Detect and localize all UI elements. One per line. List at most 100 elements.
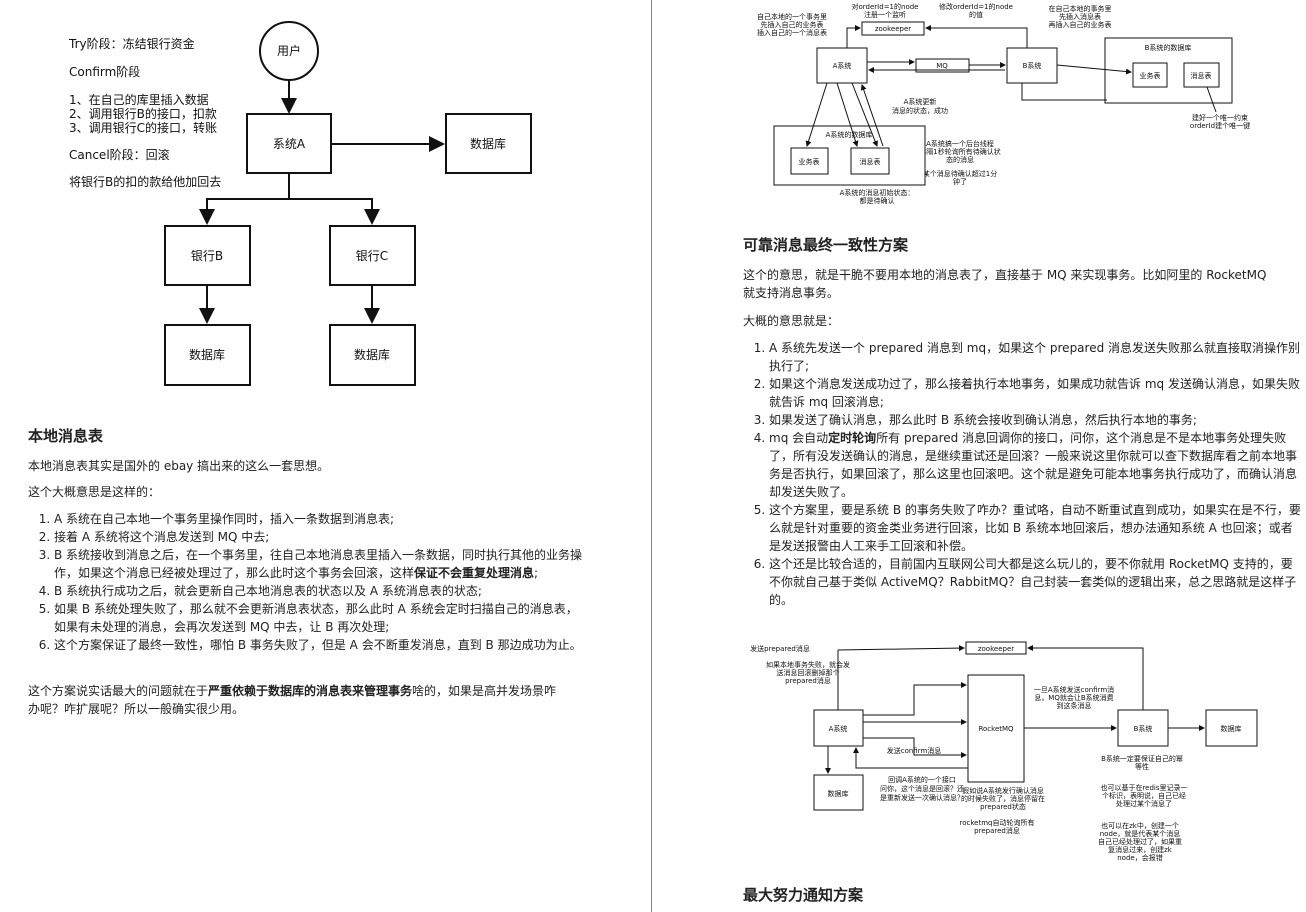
list-item: B 系统接收到消息之后，在一个事务里，往自己本地消息表里插入一条数据，同时执行其… — [54, 546, 586, 582]
tcc-note-step2: 2、调用银行B的接口，扣款 — [69, 106, 217, 121]
svg-text:建好一个唯一约束: 建好一个唯一约束 — [1192, 113, 1248, 122]
tcc-note-try: Try阶段：冻结银行资金 — [68, 36, 195, 51]
svg-text:是重新发送一次确认消息？: 是重新发送一次确认消息？ — [880, 793, 964, 802]
list-item: 接着 A 系统将这个消息发送到 MQ 中去; — [54, 528, 586, 546]
svg-text:node，会报错: node，会报错 — [1117, 853, 1162, 862]
svg-text:到这条消息: 到这条消息 — [1057, 701, 1092, 710]
svg-text:复消息过来，创建zk: 复消息过来，创建zk — [1108, 845, 1173, 854]
svg-text:送消息回滚删掉那个: 送消息回滚删掉那个 — [777, 668, 840, 677]
a-biz-table — [790, 147, 829, 175]
b-msg-table — [1183, 62, 1220, 88]
b-db-node — [1205, 709, 1258, 747]
svg-text:消息表: 消息表 — [860, 157, 881, 166]
svg-text:MQ: MQ — [936, 62, 948, 70]
svg-text:在自己本地的事务里: 在自己本地的事务里 — [1049, 4, 1112, 13]
list-item: A 系统在自己本地一个事务里操作同时，插入一条数据到消息表; — [54, 510, 586, 528]
section-title-local-message: 本地消息表 — [28, 427, 104, 445]
svg-text:消息的状态，成功: 消息的状态，成功 — [892, 106, 948, 115]
section-title-reliable-message: 可靠消息最终一致性方案 — [743, 236, 909, 254]
page-divider — [651, 0, 652, 912]
local-message-lead: 这个大概意思是这样的： — [28, 485, 161, 499]
svg-text:B系统: B系统 — [1023, 61, 1042, 70]
svg-text:每隔1秒轮询所有待确认状: 每隔1秒轮询所有待确认状 — [919, 147, 1000, 156]
svg-text:修改orderId=1的node: 修改orderId=1的node — [939, 2, 1013, 11]
list-item: 如果发送了确认消息，那么此时 B 系统会接收到确认消息，然后执行本地的事务; — [769, 411, 1302, 429]
tcc-diagram: Try阶段：冻结银行资金 Confirm阶段 1、在自己的库里插入数据 2、调用… — [68, 21, 532, 386]
svg-text:rocketmq自动轮询所有: rocketmq自动轮询所有 — [960, 818, 1035, 827]
local-message-closing: 这个方案说实话最大的问题就在于严重依赖于数据库的消息表来管理事务啥的，如果是高并… — [28, 684, 557, 716]
svg-text:先插入消息表: 先插入消息表 — [1059, 12, 1101, 21]
svg-text:B系统的数据库: B系统的数据库 — [1145, 43, 1192, 52]
svg-text:自己已经处理过了，如果重: 自己已经处理过了，如果重 — [1098, 837, 1182, 846]
section-title-best-effort: 最大努力通知方案 — [743, 886, 864, 904]
svg-text:息，MQ就会让B系统消费: 息，MQ就会让B系统消费 — [1034, 693, 1113, 702]
tcc-note-step1: 1、在自己的库里插入数据 — [69, 92, 209, 107]
list-item: 这个还是比较合适的，目前国内互联网公司大都是这么玩儿的，要不你就用 Rocket… — [769, 555, 1302, 609]
svg-text:prepared消息: prepared消息 — [785, 676, 831, 685]
svg-text:等性: 等性 — [1135, 762, 1149, 771]
svg-text:插入自己的一个消息表: 插入自己的一个消息表 — [757, 28, 827, 37]
local-message-diagram: 自己本地的一个事务里 先插入自己的业务表 插入自己的一个消息表 对orderId… — [757, 2, 1250, 205]
bank-c-node — [329, 225, 416, 286]
list-item: 这个方案里，要是系统 B 的事务失败了咋办？重试咯，自动不断重试直到成功，如果实… — [769, 501, 1302, 555]
svg-text:处理过某个消息了: 处理过某个消息了 — [1116, 799, 1172, 808]
svg-text:数据库: 数据库 — [1221, 724, 1242, 733]
reliable-message-steps: A 系统先发送一个 prepared 消息到 mq，如果这个 prepared … — [743, 339, 1302, 609]
list-item: 如果这个消息发送成功过了，那么接着执行本地事务，如果成功就告诉 mq 发送确认消… — [769, 375, 1302, 411]
local-message-steps: A 系统在自己本地一个事务里操作同时，插入一条数据到消息表; 接着 A 系统将这… — [28, 510, 586, 654]
svg-text:B系统一定要保证自己的幂: B系统一定要保证自己的幂 — [1101, 754, 1183, 763]
svg-text:RocketMQ: RocketMQ — [978, 725, 1014, 733]
zookeeper-node — [861, 21, 925, 36]
db-node-b — [164, 324, 251, 386]
a-msg-table — [850, 147, 890, 175]
rocketmq-node — [967, 674, 1025, 783]
system-a-node — [246, 113, 332, 174]
local-message-intro: 本地消息表其实是国外的 ebay 搞出来的这么一套思想。 — [28, 459, 330, 473]
svg-text:A系统的消息初始状态：: A系统的消息初始状态： — [840, 188, 915, 197]
a-system-node — [813, 709, 864, 747]
svg-text:再插入自己的业务表: 再插入自己的业务表 — [1049, 20, 1112, 29]
svg-text:态的消息: 态的消息 — [946, 155, 974, 164]
svg-text:node，就是代表某个消息: node，就是代表某个消息 — [1100, 829, 1180, 838]
db-label-c: 数据库 — [354, 347, 390, 362]
svg-text:某个消息待确认超过1分: 某个消息待确认超过1分 — [923, 169, 997, 178]
db-node-main — [445, 113, 532, 174]
svg-text:业务表: 业务表 — [1140, 71, 1161, 80]
b-biz-table — [1132, 62, 1168, 88]
bank-c-label: 银行C — [356, 249, 388, 263]
svg-text:prepared消息: prepared消息 — [974, 826, 1020, 835]
svg-text:如果本地事务失败，就会发: 如果本地事务失败，就会发 — [766, 660, 850, 669]
svg-text:一旦A系统发送confirm消: 一旦A系统发送confirm消 — [1034, 685, 1114, 694]
svg-text:钟了: 钟了 — [953, 177, 967, 186]
svg-text:问你，这个消息是回滚？还: 问你，这个消息是回滚？还 — [880, 784, 964, 793]
db-node — [813, 774, 864, 811]
list-item: 这个方案保证了最终一致性，哪怕 B 事务失败了，但是 A 会不断重发消息，直到 … — [54, 636, 586, 654]
reliable-message-lead: 大概的意思就是： — [743, 314, 840, 328]
svg-text:A系统更新: A系统更新 — [904, 97, 937, 106]
svg-text:数据库: 数据库 — [828, 789, 849, 798]
svg-text:的值: 的值 — [969, 10, 983, 19]
bank-b-label: 银行B — [191, 249, 223, 263]
tcc-note-step3: 3、调用银行C的接口，转账 — [69, 120, 217, 135]
svg-text:A系统的数据库: A系统的数据库 — [826, 130, 873, 139]
note: 自己本地的一个事务里 — [757, 12, 827, 21]
tcc-note-cancel: Cancel阶段：回滚 — [69, 147, 170, 162]
svg-text:假如说A系统发行确认消息: 假如说A系统发行确认消息 — [962, 786, 1044, 795]
svg-text:业务表: 业务表 — [799, 157, 820, 166]
svg-text:也可以基于在redis里记录一: 也可以基于在redis里记录一 — [1100, 783, 1187, 792]
svg-text:A系统搞一个后台线程: A系统搞一个后台线程 — [926, 139, 994, 148]
db-node-c — [329, 324, 416, 386]
db-label-b: 数据库 — [189, 347, 225, 362]
svg-text:注册一个监听: 注册一个监听 — [864, 10, 906, 19]
svg-text:A系统: A系统 — [833, 61, 852, 70]
list-item: A 系统先发送一个 prepared 消息到 mq，如果这个 prepared … — [769, 339, 1302, 375]
svg-text:发送prepared消息: 发送prepared消息 — [750, 644, 810, 653]
tcc-note-confirm: Confirm阶段 — [69, 64, 140, 79]
zookeeper-node — [965, 641, 1027, 655]
svg-text:先插入自己的业务表: 先插入自己的业务表 — [761, 20, 824, 29]
svg-text:对orderId=1的node: 对orderId=1的node — [852, 2, 919, 11]
svg-text:回调A系统的一个接口: 回调A系统的一个接口 — [888, 775, 956, 784]
svg-text:消息表: 消息表 — [1191, 71, 1212, 80]
svg-text:zookeeper: zookeeper — [875, 25, 911, 33]
rocketmq-diagram: 发送prepared消息 如果本地事务失败，就会发 送消息回滚删掉那个 prep… — [750, 641, 1258, 862]
